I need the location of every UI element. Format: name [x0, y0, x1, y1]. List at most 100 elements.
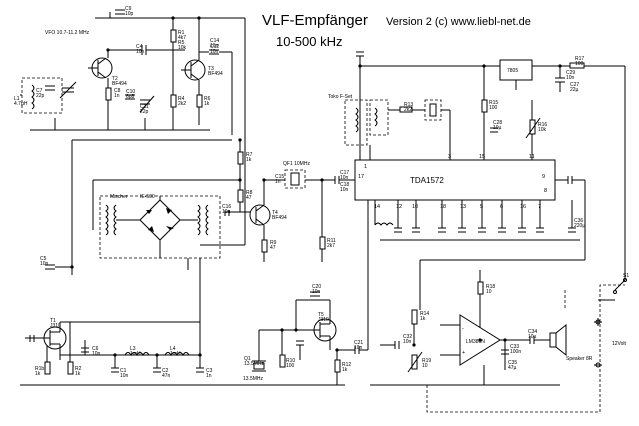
- component-value-c20: 10n: [312, 289, 321, 295]
- component-ref-c29: C29: [566, 70, 575, 76]
- component-value-t1: J310: [50, 323, 61, 329]
- input-stage: [20, 321, 345, 386]
- component-value-r2: 1k: [75, 371, 81, 377]
- component-ref-c17: C17: [340, 170, 349, 176]
- component-ref-t5: T5: [318, 312, 324, 318]
- component-ref-l4: L4: [170, 346, 176, 352]
- component-ref-r5: R5: [178, 40, 185, 46]
- component-ref-r18: R18: [486, 284, 495, 290]
- component-value-c1: 10n: [120, 373, 129, 379]
- ic-audio-label: LM386N: [466, 339, 485, 345]
- filter-label: QF1 10MHz: [283, 161, 310, 167]
- component-ref-t1: T1: [50, 318, 56, 324]
- component-ref-c20: C20: [312, 284, 321, 290]
- component-value-c17: 10n: [340, 175, 349, 181]
- component-ref-c11: C11: [140, 104, 149, 110]
- component-ref-c35: C35: [508, 360, 517, 366]
- ic-reg-label: 7805: [507, 68, 518, 74]
- component-value-c28: 10µ: [493, 125, 502, 131]
- component-value-r11: 2k7: [327, 243, 335, 249]
- component-value-c5: 10n: [40, 261, 49, 267]
- svg-text:16: 16: [520, 204, 526, 210]
- text-labels: VFO 10.7-11.2 MHz Mischer IE-500 TDA1572…: [45, 30, 629, 382]
- component-value-q1: 13.5MHz: [244, 361, 265, 367]
- svg-text:-: -: [462, 326, 464, 332]
- component-ref-r14: R14: [420, 311, 429, 317]
- svg-text:10: 10: [412, 204, 418, 210]
- component-ref-c34: C34: [528, 329, 537, 335]
- component-ref-t3: T3: [208, 66, 214, 72]
- toko-filter: [344, 99, 451, 160]
- supply-label: 12Volt: [612, 341, 627, 347]
- voltage-regulator: [481, 59, 585, 160]
- svg-text:15: 15: [479, 154, 485, 160]
- supply-switch: [594, 278, 627, 368]
- component-value-c4: 10n: [136, 49, 145, 55]
- component-ref-r17: R17: [575, 56, 584, 62]
- component-ref-r16: R16: [538, 122, 547, 128]
- svg-text:12: 12: [396, 204, 402, 210]
- component-value-r17: 100: [575, 61, 584, 67]
- component-ref-c36: C36: [574, 218, 583, 224]
- component-ref-c2: C2: [162, 368, 169, 374]
- component-value-r1: 4k7: [178, 35, 186, 41]
- component-ref-c28: C28: [493, 120, 502, 126]
- component-ref-r4: R4: [178, 96, 185, 102]
- version-text: Version 2 (c) www.liebl-net.de: [386, 16, 531, 28]
- component-value-r13: 2k2: [404, 107, 412, 113]
- component-value-r18: 10: [486, 289, 492, 295]
- mischer-label: Mischer: [110, 194, 128, 200]
- component-value-c16: 10n: [222, 209, 231, 215]
- title-text: VLF-Empfänger: [262, 12, 368, 29]
- component-ref-l3: L3: [130, 346, 136, 352]
- mixer-section: [45, 139, 240, 355]
- component-ref-r9: R9: [270, 240, 277, 246]
- component-ref-c4: C4: [136, 44, 143, 50]
- component-ref-c5: C5: [40, 256, 47, 262]
- component-value-c12: 10n: [210, 49, 219, 55]
- component-ref-c14: C14: [210, 38, 219, 44]
- component-ref-q1: Q1: [244, 356, 251, 362]
- component-ref-t4: T4: [272, 210, 278, 216]
- component-ref-r15: R15: [489, 100, 498, 106]
- component-value-c6: 10n: [92, 351, 101, 357]
- range-text: 10-500 kHz: [276, 34, 343, 49]
- component-ref-r11: R11: [327, 238, 336, 244]
- component-value-l3: 1mH: [130, 351, 141, 357]
- component-value-r10: 100: [286, 363, 295, 369]
- component-ref-l1: L1: [14, 96, 20, 102]
- component-ref-c32: C32: [403, 334, 412, 340]
- component-value-r16: 10k: [538, 127, 547, 133]
- component-ref-r1: R1: [178, 30, 185, 36]
- audio-amplifier: - +: [370, 270, 625, 413]
- component-ref-r2: R2: [75, 366, 82, 372]
- component-value-c34: 10µ: [528, 334, 537, 340]
- t5-oscillator: [252, 200, 369, 385]
- component-value-c32: 10n: [403, 339, 412, 345]
- switch-label: S1: [623, 273, 629, 279]
- component-value-l1: 4.7µH: [14, 101, 28, 107]
- mixer-ic-label: IE-500: [140, 194, 155, 200]
- component-value-r6: 1k: [204, 101, 210, 107]
- component-value-r14: 1k: [420, 316, 426, 322]
- component-ref-c10: C10: [126, 89, 135, 95]
- component-ref-c9: C9: [125, 6, 132, 12]
- component-value-t5: J310: [318, 317, 329, 323]
- component-value-r12: 1k: [342, 367, 348, 373]
- component-value-t3: BF494: [208, 71, 223, 77]
- junction-dots: [70, 16, 562, 357]
- svg-text:1: 1: [364, 164, 367, 170]
- toko-label: Toko F-Set: [328, 94, 353, 100]
- ic-main-label: TDA1572: [410, 176, 444, 185]
- component-ref-c21: C21: [354, 340, 363, 346]
- component-ref-c33: C33: [510, 344, 519, 350]
- vfo-label: VFO 10.7-11.2 MHz: [45, 30, 90, 36]
- component-value-c36: 220µ: [574, 223, 585, 229]
- component-value-c14: 10n: [210, 43, 219, 49]
- component-value-r1b: 1k: [35, 371, 41, 377]
- component-ref-r10: R10: [286, 358, 295, 364]
- component-value-t2: BF494: [112, 81, 127, 87]
- tda1572-ic: 17 1 3 15 11 9 8 14 12 10 18 13 5 6 16 7: [354, 51, 586, 310]
